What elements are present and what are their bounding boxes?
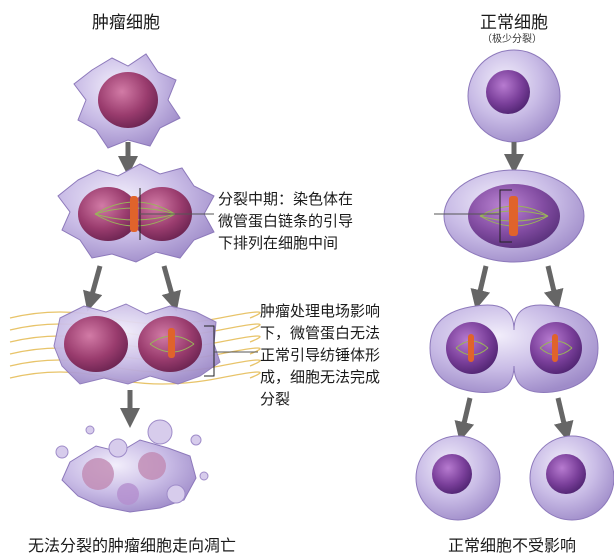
normal-daughter-cells (416, 436, 614, 520)
field-effect-line: 肿瘤处理电场影响 (260, 300, 380, 322)
normal-cell-metaphase (444, 170, 584, 262)
arrow-down (462, 398, 470, 432)
tumor-cell-field-division (10, 304, 260, 384)
field-effect-line: 下，微管蛋白无法 (260, 322, 380, 344)
arrow-down (164, 266, 174, 302)
normal-cell-initial (468, 50, 560, 142)
metaphase-line: 分裂中期：染色体在 (218, 188, 353, 210)
metaphase-description: 分裂中期：染色体在 微管蛋白链条的引导 下排列在细胞中间 (218, 188, 353, 254)
tumor-cell-apoptosis (56, 420, 208, 512)
arrow-down (478, 266, 486, 300)
arrow-down (548, 266, 556, 300)
field-effect-line: 分裂 (260, 388, 380, 410)
normal-outcome-caption: 正常细胞不受影响 (448, 532, 576, 556)
arrow-down (558, 398, 566, 432)
chromosome (130, 196, 138, 232)
field-effect-line: 成，细胞无法完成 (260, 366, 380, 388)
metaphase-line: 微管蛋白链条的引导 (218, 210, 353, 232)
tumor-cell-initial (74, 54, 180, 148)
tumor-column-title: 肿瘤细胞 (92, 8, 160, 33)
arrow-down (90, 266, 100, 302)
field-effect-description: 肿瘤处理电场影响 下，微管蛋白无法 正常引导纺锤体形 成，细胞无法完成 分裂 (260, 300, 380, 410)
field-effect-line: 正常引导纺锤体形 (260, 344, 380, 366)
normal-column-subtitle: （极少分裂） (482, 30, 542, 45)
normal-nucleus (486, 70, 530, 114)
normal-cell-dividing (430, 305, 598, 392)
tumor-nucleus (98, 72, 158, 128)
tumor-outcome-caption: 无法分裂的肿瘤细胞走向凋亡 (28, 532, 236, 556)
metaphase-line: 下排列在细胞中间 (218, 232, 353, 254)
tumor-cell-metaphase (58, 164, 214, 262)
